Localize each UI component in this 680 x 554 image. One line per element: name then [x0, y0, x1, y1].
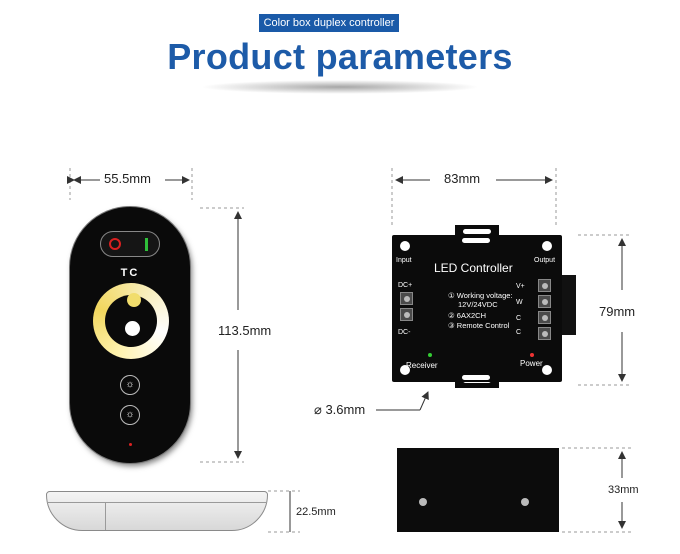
- output-terminal-block: [562, 275, 576, 335]
- remote-thickness-label: 22.5mm: [294, 506, 338, 518]
- cool-white-dot: [125, 321, 140, 336]
- output-label: Output: [534, 257, 556, 264]
- remote-width-label: 55.5mm: [102, 171, 153, 186]
- power-button[interactable]: [100, 231, 160, 257]
- side-hole: [419, 498, 427, 506]
- bulb-icon[interactable]: ☼: [120, 375, 140, 395]
- spec-line: ① Working voltage:: [448, 291, 513, 300]
- bottom-slot: [462, 375, 490, 380]
- remote-height-label: 113.5mm: [216, 323, 274, 338]
- controller-width-label: 83mm: [442, 171, 483, 186]
- input-terminal: [400, 308, 413, 321]
- mount-hole: [542, 241, 552, 251]
- input-label: Input: [396, 257, 412, 264]
- top-slot: [462, 238, 490, 243]
- output-terminal: [538, 327, 551, 340]
- side-seam: [105, 502, 106, 530]
- remote-control: TC ☼ ☼: [70, 207, 190, 463]
- hole-diameter-label: ⌀ 3.6mm: [312, 402, 368, 418]
- power-led: [530, 353, 534, 357]
- led-controller: LED Controller Input Output DC+ DC- ① Wo…: [392, 235, 562, 382]
- indicator-led: [129, 443, 132, 446]
- side-edge-line: [47, 502, 267, 503]
- power-off-icon: [109, 238, 121, 250]
- terminal-label: C: [516, 315, 522, 322]
- mount-hole: [400, 241, 410, 251]
- remote-side-view: [46, 491, 268, 531]
- power-label: Power: [520, 359, 543, 368]
- receiver-led: [428, 353, 432, 357]
- remote-logo: TC: [120, 267, 140, 279]
- output-terminal: [538, 279, 551, 292]
- terminal-label: C: [516, 329, 522, 336]
- receiver-label: Receiver: [406, 361, 438, 370]
- controller-height-label: 79mm: [597, 304, 638, 319]
- terminal-label: V+: [516, 283, 525, 290]
- warm-white-dot: [127, 293, 141, 307]
- mount-hole: [542, 365, 552, 375]
- side-hole: [521, 498, 529, 506]
- title-underline-shadow: [200, 80, 480, 94]
- output-terminal: [538, 311, 551, 324]
- spec-line: ③ Remote Control: [448, 321, 510, 330]
- terminal-label: W: [516, 299, 523, 306]
- controller-title: LED Controller: [434, 261, 513, 275]
- spec-line: 12V/24VDC: [458, 300, 498, 309]
- spec-line: ② 6AX2CH: [448, 311, 486, 320]
- page-title: Product parameters: [167, 36, 513, 77]
- mount-slot: [463, 229, 491, 234]
- dc-minus-label: DC-: [398, 329, 411, 336]
- dc-plus-label: DC+: [398, 282, 413, 289]
- category-tag: Color box duplex controller: [259, 14, 399, 32]
- controller-side-view: [397, 448, 559, 532]
- input-terminal: [400, 292, 413, 305]
- power-on-icon: [145, 238, 148, 251]
- output-terminal: [538, 295, 551, 308]
- controller-side-height-label: 33mm: [606, 484, 641, 496]
- bulb-icon[interactable]: ☼: [120, 405, 140, 425]
- mount-hole: [400, 365, 410, 375]
